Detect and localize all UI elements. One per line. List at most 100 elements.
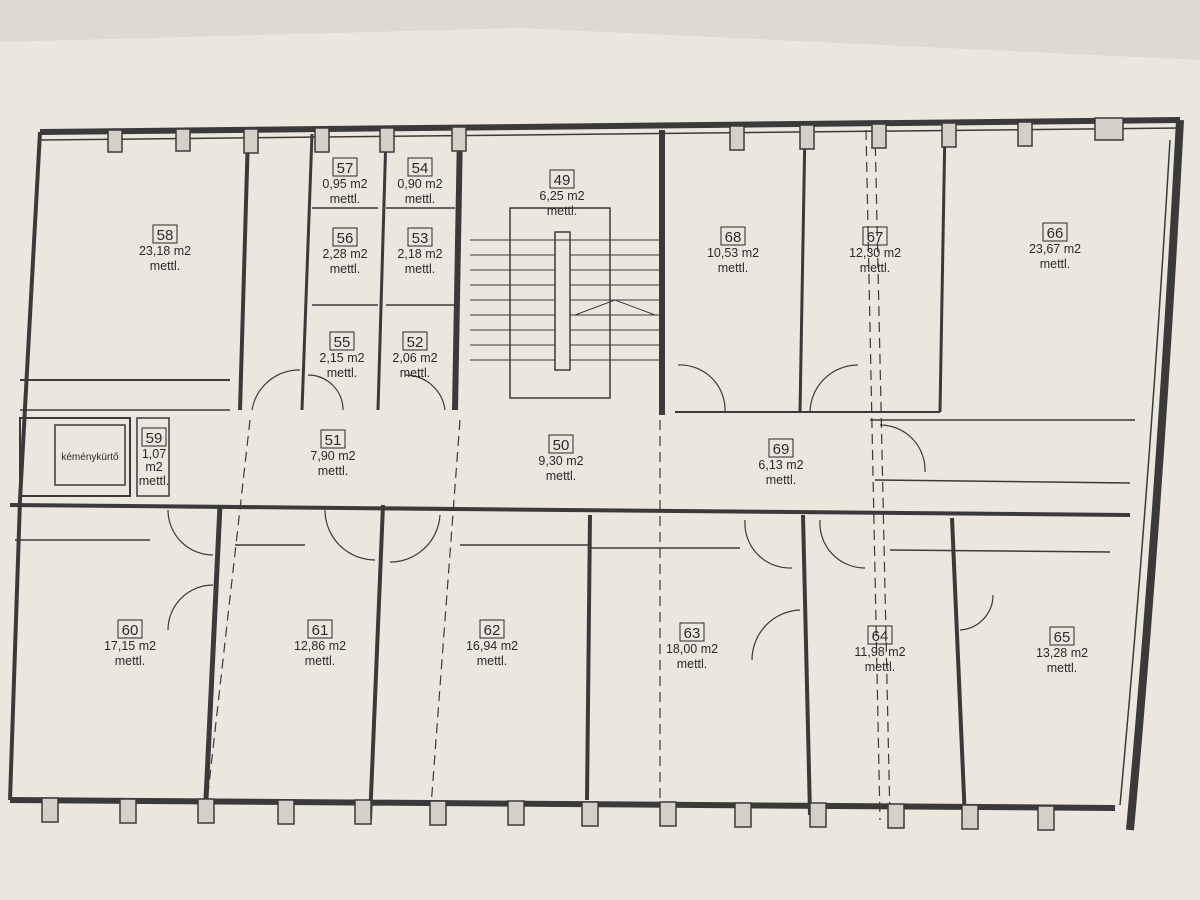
chimney-label: kéménykürtő — [61, 452, 119, 463]
right-exterior-wall-inner — [1119, 139, 1171, 806]
stair-landing-arrow — [574, 299, 656, 316]
door-62-arc — [389, 514, 441, 563]
room-number: 51 — [325, 432, 342, 449]
door-66-arc — [879, 424, 926, 473]
room-area: 2,15 m2 — [319, 351, 364, 365]
right-exterior-wall — [1126, 119, 1184, 831]
room-number-box — [407, 157, 433, 177]
room-number-box — [862, 226, 888, 246]
door-67-arc — [809, 364, 859, 413]
room-number: 64 — [872, 628, 889, 645]
room-number-box — [720, 226, 746, 246]
bottom-exterior-wall — [9, 797, 1116, 811]
closet-lines — [15, 539, 1111, 553]
room-floor-type: mettl. — [330, 192, 361, 206]
room-floor-type: mettl. — [477, 654, 508, 668]
room-number: 65 — [1054, 629, 1071, 646]
door-65-arc — [959, 594, 994, 631]
room-number: 68 — [725, 229, 742, 246]
room-floor-type: mettl. — [677, 657, 708, 671]
room-number-box — [332, 157, 358, 177]
window-piers-top — [107, 117, 1124, 154]
door-60-inner-arc — [167, 584, 214, 631]
room-area-unit: m2 — [145, 460, 162, 474]
room-area: 23,18 m2 — [139, 244, 191, 258]
room-floor-type: mettl. — [546, 469, 577, 483]
door-52-arc — [404, 374, 446, 411]
wall-68-67 — [798, 127, 807, 413]
stair-wall-left — [452, 131, 463, 411]
room-number: 52 — [407, 334, 424, 351]
room-floor-type: mettl. — [318, 464, 349, 478]
wall-67-66 — [938, 125, 947, 413]
room-number: 62 — [484, 622, 501, 639]
room-number-box — [1042, 222, 1068, 242]
room-area: 13,28 m2 — [1036, 646, 1088, 660]
door-61-arc — [324, 509, 376, 561]
wall-58-51 — [238, 133, 250, 411]
wall-60-61 — [202, 504, 223, 821]
room-area: 23,67 m2 — [1029, 242, 1081, 256]
room-number-box — [117, 619, 143, 639]
room-number-box — [867, 625, 893, 645]
room-number: 50 — [553, 437, 570, 454]
room-floor-type: mettl. — [405, 192, 436, 206]
room-number: 63 — [684, 625, 701, 642]
room-floor-type: mettl. — [115, 654, 146, 668]
room-number-box — [152, 224, 178, 244]
room-area: 2,06 m2 — [392, 351, 437, 365]
room-floor-type: mettl. — [1040, 257, 1071, 271]
wc-wall-left — [300, 133, 314, 411]
door-68-arc — [677, 364, 726, 413]
wall-63-64 — [801, 514, 812, 816]
room-area: 2,18 m2 — [397, 247, 442, 261]
door-63-arc-corridor — [744, 519, 793, 569]
room-floor-type: mettl. — [547, 204, 578, 218]
room-floor-type: mettl. — [330, 262, 361, 276]
room-area: 17,15 m2 — [104, 639, 156, 653]
room-floor-type: mettl. — [766, 473, 797, 487]
room-number: 49 — [554, 172, 571, 189]
room-number-box — [407, 227, 433, 247]
room-number: 69 — [773, 441, 790, 458]
room-area: 18,00 m2 — [666, 642, 718, 656]
room-number-box — [329, 331, 355, 351]
door-51-arc — [251, 369, 301, 411]
room-floor-type: mettl. — [865, 660, 896, 674]
door-55-arc — [307, 374, 344, 411]
wall-64-65 — [950, 517, 967, 821]
room-floor-type: mettl. — [718, 261, 749, 275]
room-number: 55 — [334, 334, 351, 351]
room-number-box — [320, 429, 346, 449]
room-number: 58 — [157, 227, 174, 244]
chimney-shaft — [54, 424, 126, 486]
room-number: 67 — [867, 229, 884, 246]
room-number-box — [332, 227, 358, 247]
room-floor-type: mettl. — [305, 654, 336, 668]
room-number-box — [1049, 626, 1075, 646]
room-number-box — [141, 427, 167, 447]
stair-well — [554, 231, 571, 371]
left-exterior-wall — [8, 131, 42, 801]
room-area: 12,30 m2 — [849, 246, 901, 260]
room-area: 2,28 m2 — [322, 247, 367, 261]
room-area: 12,86 m2 — [294, 639, 346, 653]
dashed-line-1 — [204, 419, 251, 821]
room-floor-type: mettl. — [860, 261, 891, 275]
